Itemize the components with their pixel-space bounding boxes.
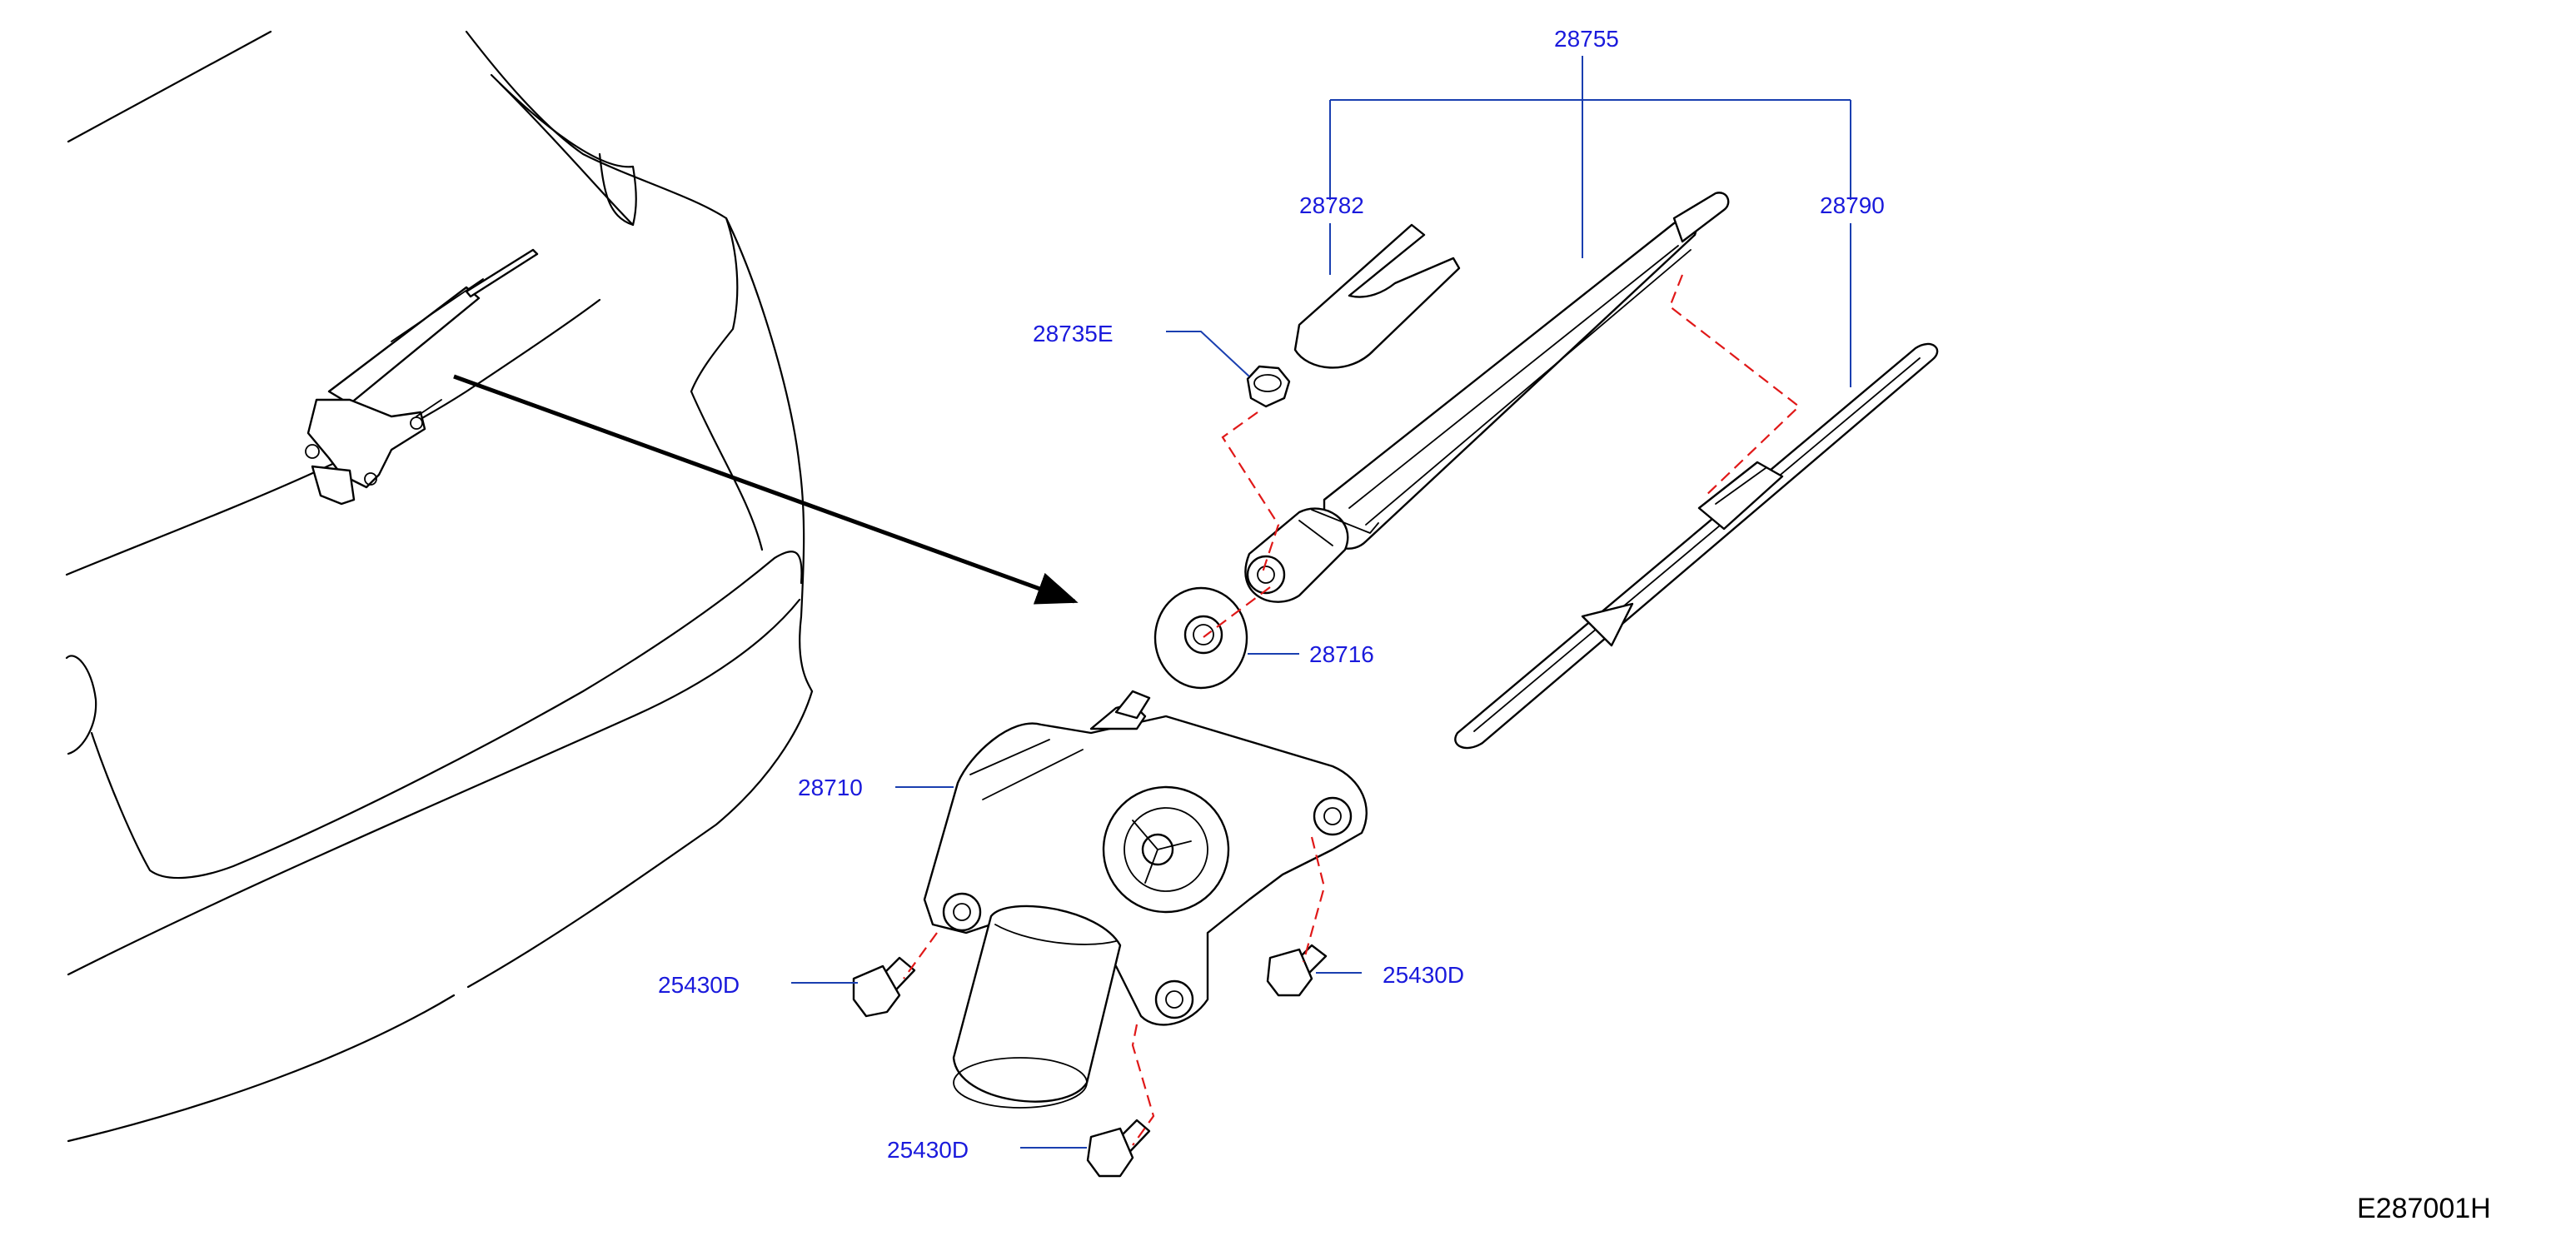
label-nut: 28735E <box>1033 321 1114 346</box>
nut <box>1246 365 1291 408</box>
wiper-motor <box>923 690 1368 1109</box>
label-bolt-left: 25430D <box>658 972 740 998</box>
bolt-right <box>1266 944 1328 997</box>
label-bolt-bottom: 25430D <box>887 1137 969 1163</box>
bolt-bottom <box>1086 1119 1151 1178</box>
vehicle-wiper-thumbnail <box>305 248 539 506</box>
label-motor: 28710 <box>798 775 863 800</box>
label-cap: 28782 <box>1299 192 1364 218</box>
wiper-blade <box>1454 342 1939 750</box>
wiper-arm-cap <box>1293 223 1461 369</box>
detail-arrow <box>453 374 1079 605</box>
label-arm-assy: 28755 <box>1554 26 1619 52</box>
callout-leaders <box>791 56 1851 1149</box>
label-seal: 28716 <box>1309 641 1374 667</box>
callout-labels: 28755 28782 28790 28735E 28716 28710 254… <box>658 26 1885 1163</box>
alignment-dashes <box>903 274 1801 1146</box>
reference-code: E287001H <box>2357 1193 2491 1224</box>
label-bolt-right: 25430D <box>1383 962 1464 988</box>
label-blade: 28790 <box>1820 192 1885 218</box>
bolt-left <box>852 956 916 1018</box>
vehicle-rear-outline <box>65 30 814 1143</box>
seal-washer <box>1153 586 1248 690</box>
wiper-arm <box>1244 192 1730 603</box>
